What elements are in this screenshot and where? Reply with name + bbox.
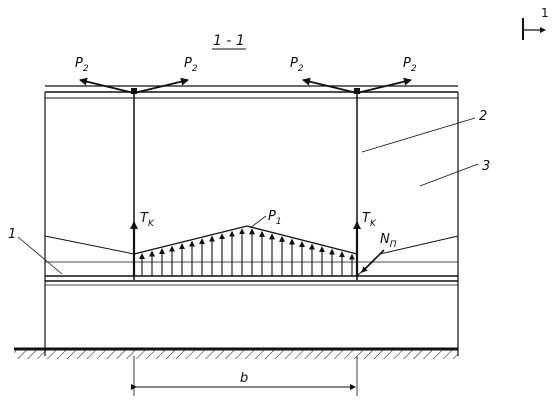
wall-body-outline — [44, 92, 459, 356]
callout-1: 1 — [8, 227, 63, 275]
label-p2-1: P2 — [75, 56, 89, 74]
section-title: 1 - 1 — [213, 33, 245, 49]
label-p2-4: P2 — [403, 56, 417, 74]
ground — [14, 347, 458, 359]
tk-arrows — [130, 221, 361, 276]
label-p2-3: P2 — [290, 56, 304, 74]
label-tk-right: TK — [362, 211, 377, 229]
callout-3-number: 3 — [482, 159, 490, 174]
label-nn: NΠ — [380, 232, 397, 250]
section-marker: 1 — [522, 6, 549, 40]
dimension-b: b — [131, 356, 358, 396]
callout-2: 2 — [361, 109, 487, 153]
callout-3: 3 — [419, 159, 490, 187]
callout-1-number: 1 — [8, 227, 16, 242]
dimension-b-label: b — [240, 371, 248, 386]
label-tk-left: TK — [140, 211, 155, 229]
pressure-arrows — [139, 228, 355, 276]
callout-2-number: 2 — [479, 109, 487, 124]
force-p2-arrows — [79, 77, 412, 94]
label-p1: P1 — [268, 209, 282, 227]
section-marker-number: 1 — [541, 6, 549, 20]
nn-arrow — [361, 249, 385, 273]
pressure-diagram-p1 — [133, 225, 358, 276]
upper-slab — [45, 85, 458, 99]
label-p2-2: P2 — [184, 56, 198, 74]
